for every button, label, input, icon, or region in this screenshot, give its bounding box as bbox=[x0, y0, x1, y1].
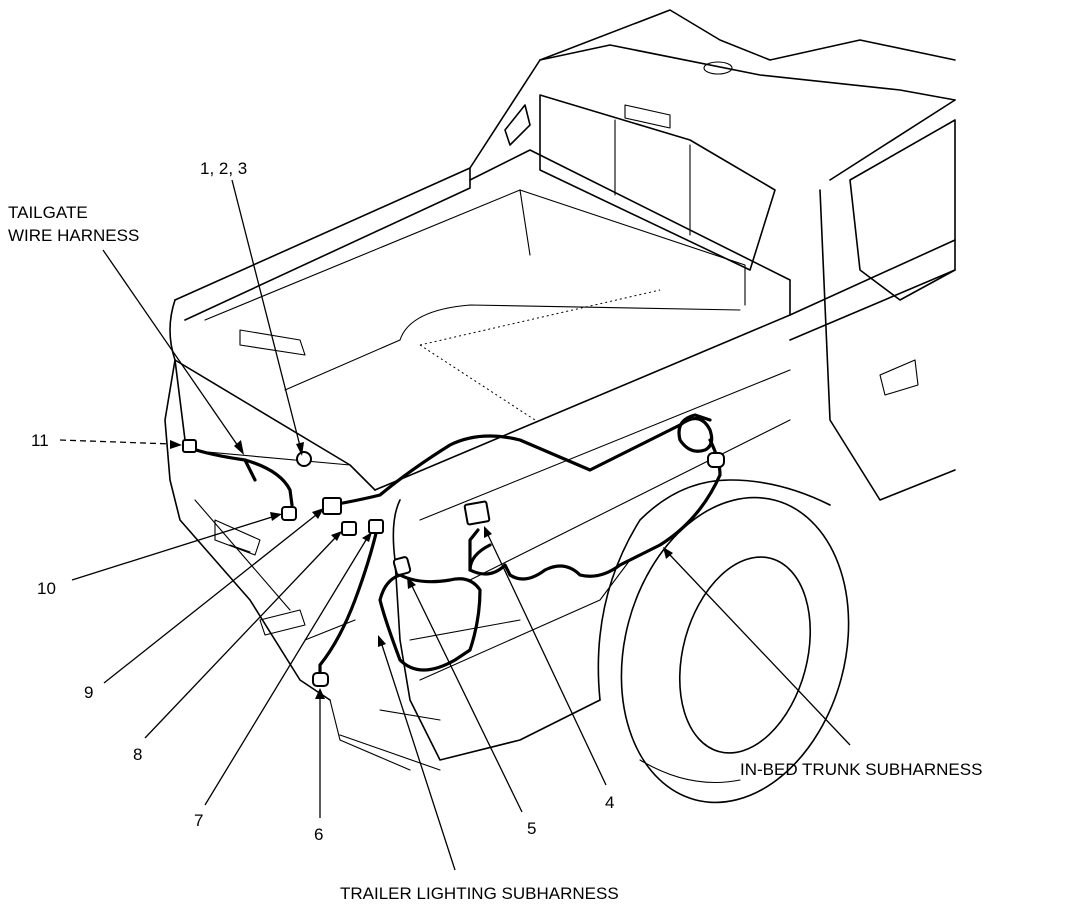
label-10: 10 bbox=[37, 579, 56, 598]
leader-lines bbox=[59, 179, 851, 871]
callout-labels: TAILGATE WIRE HARNESS 1, 2, 3 11 10 9 8 … bbox=[8, 159, 982, 903]
label-4: 4 bbox=[605, 793, 614, 812]
label-tailgate-line1: TAILGATE bbox=[8, 203, 88, 222]
label-tailgate-line2: WIRE HARNESS bbox=[8, 226, 139, 245]
connector-9 bbox=[322, 497, 342, 515]
label-7: 7 bbox=[194, 811, 203, 830]
label-6: 6 bbox=[314, 825, 323, 844]
connector-10 bbox=[281, 506, 297, 521]
harness-wires bbox=[188, 413, 725, 680]
connector-5 bbox=[392, 556, 412, 576]
connector-6 bbox=[312, 672, 329, 687]
connector-1-2-3 bbox=[296, 451, 312, 467]
label-1-2-3: 1, 2, 3 bbox=[200, 159, 247, 178]
truck-outline bbox=[164, 9, 956, 804]
label-5: 5 bbox=[527, 819, 536, 838]
connector-4 bbox=[463, 500, 491, 526]
label-11: 11 bbox=[31, 431, 49, 450]
connector-7 bbox=[368, 519, 384, 534]
label-9: 9 bbox=[84, 683, 93, 702]
connector-8 bbox=[341, 521, 357, 536]
label-8: 8 bbox=[133, 745, 142, 764]
label-trailer-lighting-subharness: TRAILER LIGHTING SUBHARNESS bbox=[340, 884, 619, 903]
connector-11 bbox=[182, 439, 197, 453]
connectors bbox=[182, 439, 491, 687]
label-in-bed-trunk-subharness: IN-BED TRUNK SUBHARNESS bbox=[740, 760, 982, 779]
